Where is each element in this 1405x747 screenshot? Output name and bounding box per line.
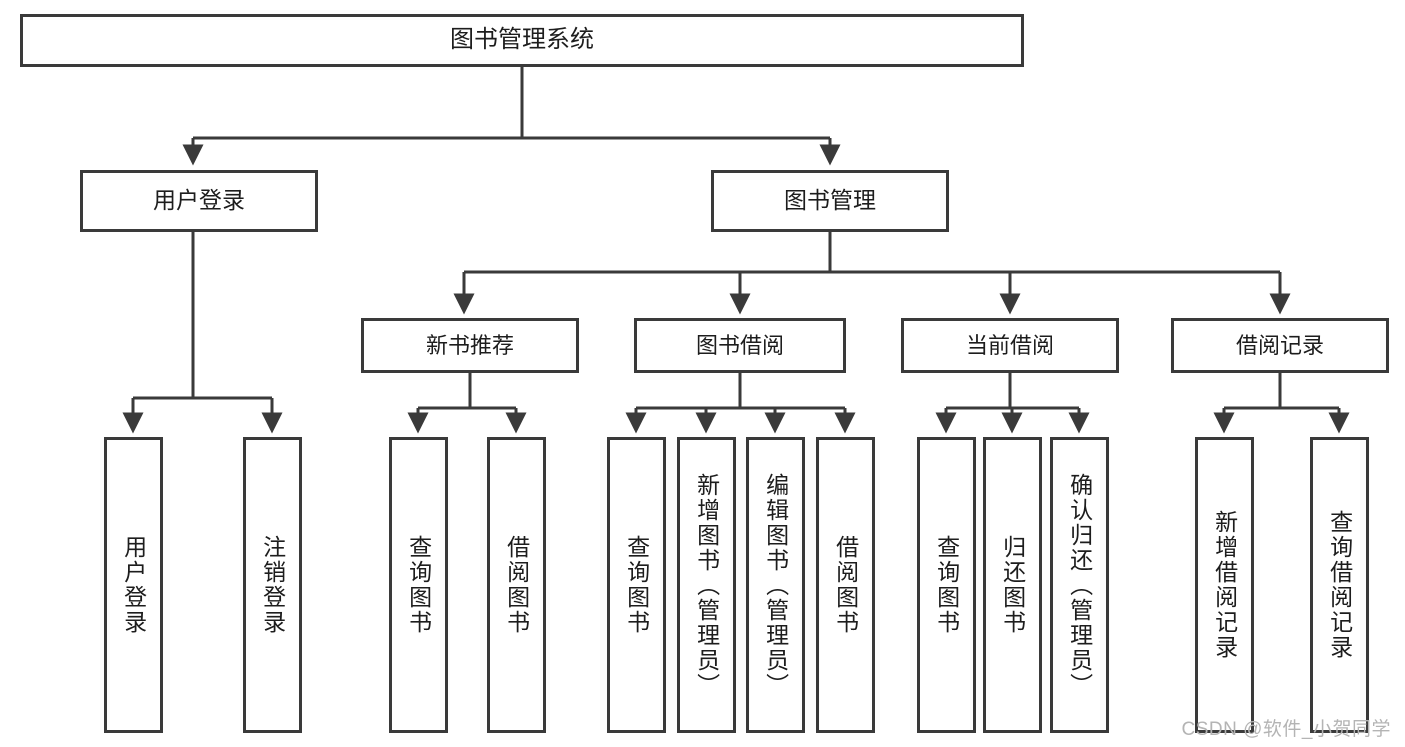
node-book-borrow[interactable]: 图书借阅 (634, 318, 846, 373)
node-label: 当前借阅 (965, 332, 1054, 358)
node-label: 图书管理 (784, 187, 876, 214)
node-label: 查询图书 (405, 535, 432, 635)
node-label: 确认归还（管理员） (1066, 472, 1093, 698)
node-label: 注销登录 (259, 535, 286, 635)
node-label: 归还图书 (999, 535, 1026, 635)
node-label: 借阅记录 (1235, 332, 1324, 358)
node-label: 图书管理系统 (450, 26, 594, 54)
node-label: 借阅图书 (503, 535, 530, 635)
leaf-user-login[interactable]: 用户登录 (104, 437, 163, 733)
leaf-add-book-admin[interactable]: 新增图书（管理员） (677, 437, 736, 733)
watermark: CSDN @软件_小贺同学 (1181, 719, 1391, 740)
node-label: 新增借阅记录 (1211, 510, 1238, 660)
node-label: 查询图书 (623, 535, 650, 635)
node-borrow-records[interactable]: 借阅记录 (1171, 318, 1389, 373)
node-label: 编辑图书（管理员） (762, 472, 789, 698)
node-new-book-recommend[interactable]: 新书推荐 (361, 318, 579, 373)
leaf-add-borrow-record[interactable]: 新增借阅记录 (1195, 437, 1254, 733)
leaf-borrow-book[interactable]: 借阅图书 (816, 437, 875, 733)
leaf-return-book[interactable]: 归还图书 (983, 437, 1042, 733)
node-label: 用户登录 (120, 535, 147, 635)
node-label: 用户登录 (153, 187, 245, 214)
leaf-query-book-recommend[interactable]: 查询图书 (389, 437, 448, 733)
leaf-edit-book-admin[interactable]: 编辑图书（管理员） (746, 437, 805, 733)
node-label: 新书推荐 (425, 332, 514, 358)
node-label: 借阅图书 (832, 535, 859, 635)
leaf-logout[interactable]: 注销登录 (243, 437, 302, 733)
node-label: 图书借阅 (695, 332, 784, 358)
leaf-query-borrow-record[interactable]: 查询借阅记录 (1310, 437, 1369, 733)
node-label: 查询图书 (933, 535, 960, 635)
leaf-query-book-current[interactable]: 查询图书 (917, 437, 976, 733)
node-root-system[interactable]: 图书管理系统 (20, 14, 1024, 67)
node-user-login[interactable]: 用户登录 (80, 170, 318, 232)
node-book-management[interactable]: 图书管理 (711, 170, 949, 232)
leaf-borrow-book-recommend[interactable]: 借阅图书 (487, 437, 546, 733)
node-current-borrow[interactable]: 当前借阅 (901, 318, 1119, 373)
node-label: 新增图书（管理员） (693, 472, 720, 698)
leaf-confirm-return-admin[interactable]: 确认归还（管理员） (1050, 437, 1109, 733)
leaf-query-book-borrow[interactable]: 查询图书 (607, 437, 666, 733)
node-label: 查询借阅记录 (1326, 510, 1353, 660)
